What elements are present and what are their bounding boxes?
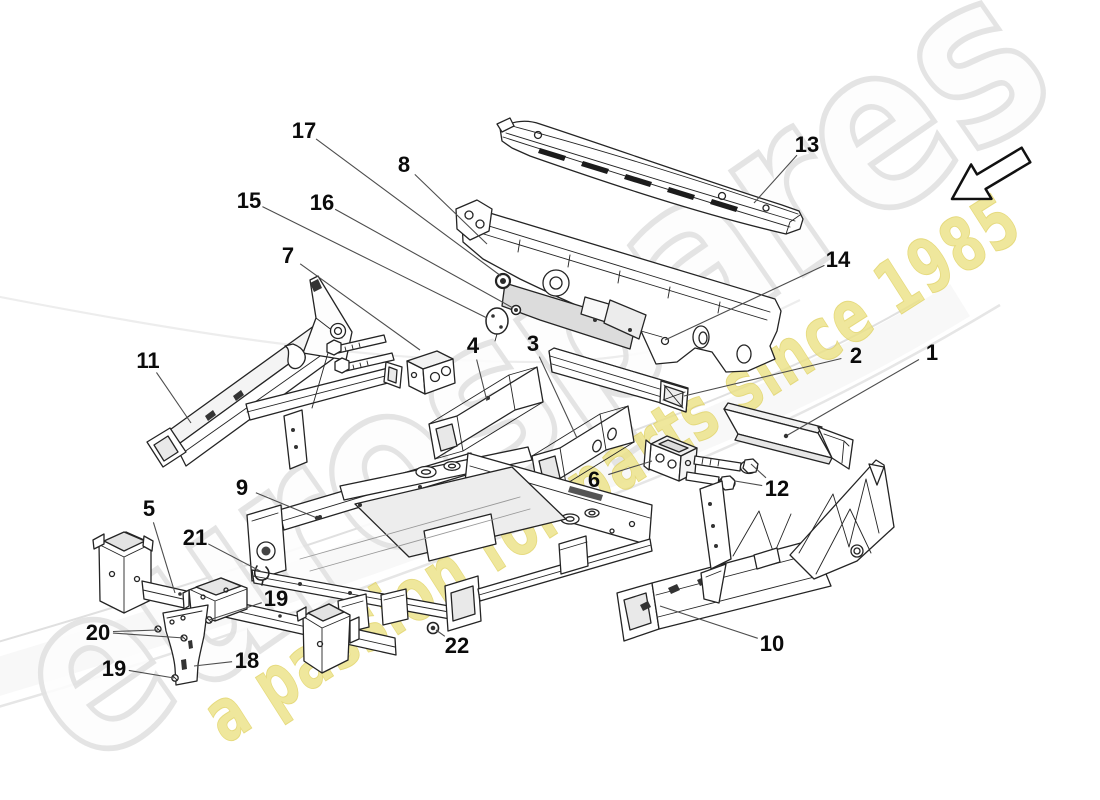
callout-22[interactable]: 22 (445, 633, 469, 658)
part-9-front-frame[interactable] (246, 446, 653, 635)
leader-line-12 (750, 463, 767, 479)
callout-4[interactable]: 4 (467, 333, 480, 358)
callout-7[interactable]: 7 (282, 243, 294, 268)
callout-15[interactable]: 15 (237, 188, 261, 213)
callout-3[interactable]: 3 (527, 331, 539, 356)
callout-19[interactable]: 19 (102, 656, 126, 681)
front-direction-arrow-icon (950, 146, 1032, 201)
part-17-grommet[interactable] (494, 272, 512, 290)
callout-8[interactable]: 8 (398, 152, 410, 177)
part-13-cowl-panel[interactable] (496, 117, 804, 235)
leader-line-9 (255, 492, 318, 519)
part-21-clip[interactable] (254, 565, 270, 586)
part-2-crossmember[interactable] (548, 347, 689, 413)
callout-1[interactable]: 1 (926, 340, 938, 365)
callout-21[interactable]: 21 (183, 525, 207, 550)
callout-14[interactable]: 14 (826, 247, 851, 272)
leader-line-22 (435, 629, 446, 637)
part-8-bulkhead-panel[interactable] (455, 199, 782, 373)
leader-line-16 (334, 208, 514, 309)
part-11-side-member-left[interactable] (146, 275, 403, 470)
part-5-crossmember-assembly[interactable] (92, 531, 397, 674)
part-10-side-member-right[interactable] (616, 459, 895, 642)
part-4-crossmember[interactable] (428, 366, 544, 460)
part-15-washer-disc[interactable] (485, 307, 509, 342)
callout-2[interactable]: 2 (850, 343, 862, 368)
part-3-crossmember[interactable] (531, 405, 635, 493)
callout-10[interactable]: 10 (760, 631, 784, 656)
callout-16[interactable]: 16 (310, 190, 334, 215)
leader-line-19 (128, 669, 175, 679)
leader-dot-1 (783, 433, 789, 439)
leader-line-13 (753, 154, 798, 204)
callout-13[interactable]: 13 (795, 132, 819, 157)
leader-line-14 (664, 264, 825, 341)
part-7-mounting-block[interactable] (406, 350, 456, 395)
callout-17[interactable]: 17 (292, 118, 316, 143)
leader-line-17 (315, 138, 502, 277)
leader-line-2 (683, 357, 842, 397)
callout-20[interactable]: 20 (86, 620, 110, 645)
part-1-sill-panel[interactable] (723, 402, 854, 470)
callout-18[interactable]: 18 (235, 648, 259, 673)
leader-line-20 (112, 629, 159, 633)
leader-line-10 (659, 605, 758, 639)
leader-line-15 (262, 206, 488, 319)
callout-19[interactable]: 19 (264, 586, 288, 611)
callout-12[interactable]: 12 (765, 476, 789, 501)
leader-line-6 (608, 460, 653, 476)
leader-line-20 (112, 632, 185, 639)
callout-5[interactable]: 5 (143, 496, 155, 521)
leader-line-12 (734, 480, 763, 487)
leader-line-8 (414, 174, 488, 245)
leader-line-5 (152, 522, 176, 594)
part-12-bolts[interactable] (685, 455, 759, 491)
leader-line-4 (476, 359, 488, 402)
leader-line-18 (193, 661, 233, 667)
leader-line-21 (208, 543, 263, 573)
part-7-bolts[interactable] (326, 334, 395, 374)
leader-dot-9 (314, 515, 320, 521)
leader-line-11 (156, 372, 192, 424)
callout-9[interactable]: 9 (236, 475, 248, 500)
leader-line-19 (208, 602, 262, 621)
callout-6[interactable]: 6 (588, 467, 600, 492)
leader-line-3 (538, 356, 578, 439)
part-18-bracket[interactable] (162, 604, 209, 686)
callout-11[interactable]: 11 (136, 348, 159, 373)
leader-line-1 (785, 359, 920, 437)
part-22-plug[interactable] (426, 621, 440, 635)
leader-line-7 (299, 263, 421, 351)
part-16-nut[interactable] (510, 304, 522, 316)
